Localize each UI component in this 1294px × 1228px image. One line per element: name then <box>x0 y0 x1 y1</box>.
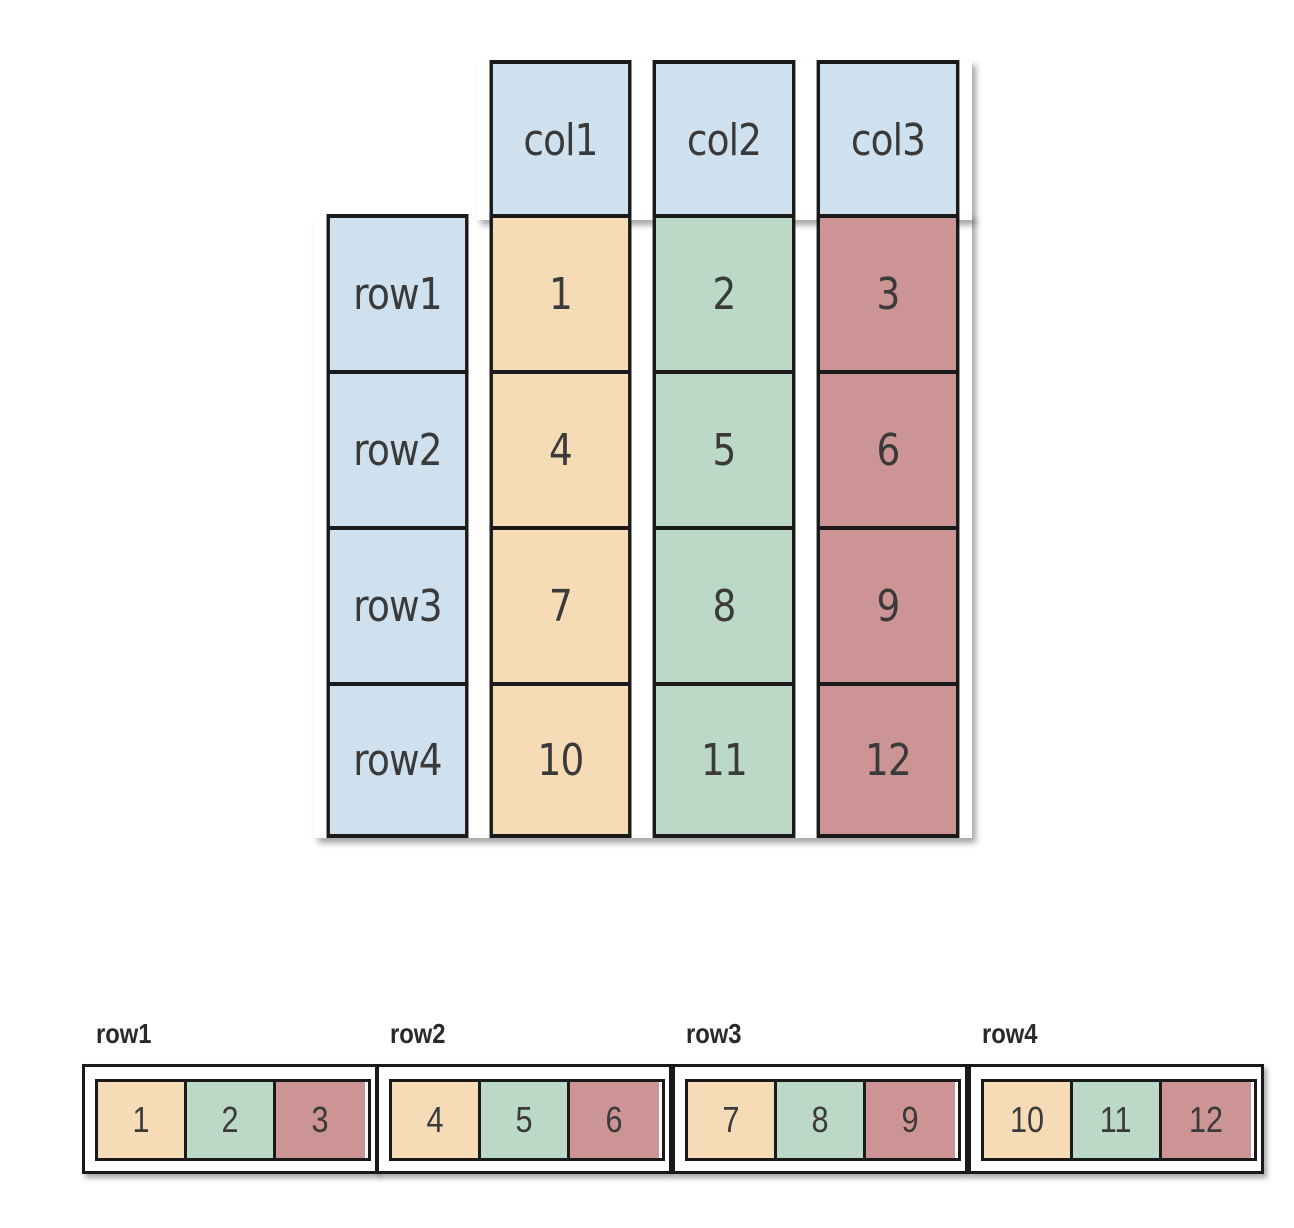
cell-row1-col3: 3 <box>816 214 960 374</box>
cell-row4-col1: 10 <box>489 682 632 838</box>
strip-cell-10: 10 <box>984 1082 1073 1158</box>
row-header-row2: row2 <box>326 370 469 530</box>
strip-cell-3: 3 <box>276 1082 365 1158</box>
row-header-row1: row1 <box>326 214 469 374</box>
cell-row2-col1: 4 <box>489 370 632 530</box>
column-header-col3: col3 <box>816 60 960 220</box>
strip-inner-row3: 7 8 9 <box>685 1079 961 1161</box>
cell-row4-col2: 11 <box>652 682 796 838</box>
strip-group-row4: 10 11 12 <box>968 1064 1264 1174</box>
cell-row3-col3: 9 <box>816 526 960 686</box>
strip-cell-6: 6 <box>570 1082 659 1158</box>
strip-label-row4: row4 <box>982 1018 1038 1049</box>
strip-cell-2: 2 <box>187 1082 276 1158</box>
strip-cell-1: 1 <box>98 1082 187 1158</box>
column-header-col1: col1 <box>489 60 632 220</box>
strip-inner-row1: 1 2 3 <box>95 1079 371 1161</box>
strip-label-row2: row2 <box>390 1018 446 1049</box>
strip-cell-12: 12 <box>1162 1082 1251 1158</box>
row-header-row4: row4 <box>326 682 469 838</box>
strip-cell-4: 4 <box>392 1082 481 1158</box>
strip-group-row2: 4 5 6 <box>376 1064 672 1174</box>
strip-label-row1: row1 <box>96 1018 152 1049</box>
cell-row3-col2: 8 <box>652 526 796 686</box>
strip-group-row1: 1 2 3 <box>82 1064 378 1174</box>
cell-row1-col2: 2 <box>652 214 796 374</box>
strip-cell-8: 8 <box>777 1082 866 1158</box>
cell-row2-col3: 6 <box>816 370 960 530</box>
row-header-row3: row3 <box>326 526 469 686</box>
strip-cell-9: 9 <box>866 1082 955 1158</box>
cell-row1-col1: 1 <box>489 214 632 374</box>
strip-cell-11: 11 <box>1073 1082 1162 1158</box>
column-header-col2: col2 <box>652 60 796 220</box>
cell-row3-col1: 7 <box>489 526 632 686</box>
dataframe-grid: col1 col2 col3 row1 1 2 3 row2 4 5 6 row… <box>326 60 960 838</box>
strip-group-row3: 7 8 9 <box>672 1064 968 1174</box>
strip-label-row3: row3 <box>686 1018 742 1049</box>
strip-cell-7: 7 <box>688 1082 777 1158</box>
cell-row2-col2: 5 <box>652 370 796 530</box>
strip-cell-5: 5 <box>481 1082 570 1158</box>
strip-inner-row2: 4 5 6 <box>389 1079 665 1161</box>
cell-row4-col3: 12 <box>816 682 960 838</box>
strip-inner-row4: 10 11 12 <box>981 1079 1257 1161</box>
